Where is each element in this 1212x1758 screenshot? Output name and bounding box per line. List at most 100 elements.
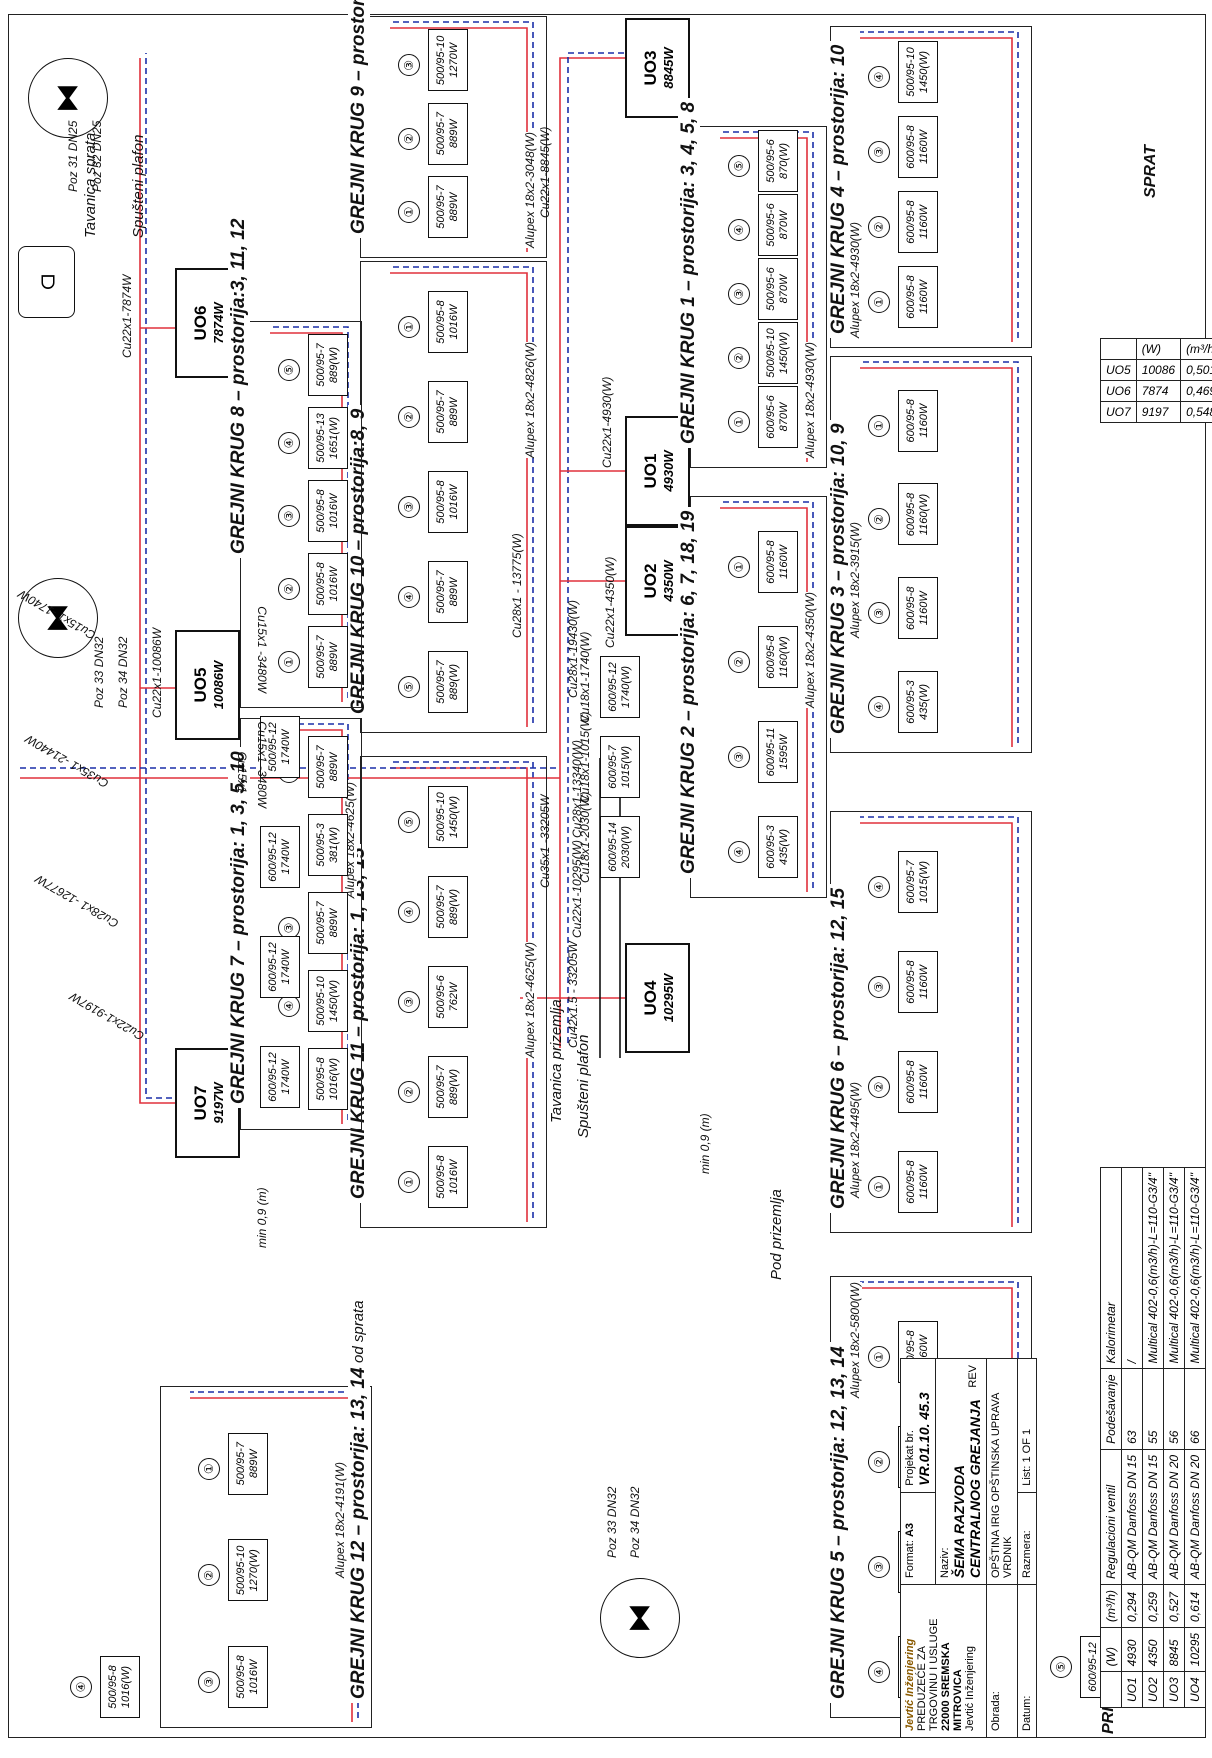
radiator-type: 600/95-7 <box>607 745 619 789</box>
radiator-type: 600/95-12 <box>607 662 619 712</box>
radiator-power: 889W <box>448 119 460 149</box>
table-cell: Multical 402-0,6(m3/h)-L=110-G3/4" <box>1184 1167 1206 1369</box>
circuit-k1-title: GREJNI KRUG 1 – prostorija: 3, 4, 5, 8 <box>678 97 700 448</box>
radiator-number: ⑤ <box>278 359 300 381</box>
table-cell: 55 <box>1142 1369 1164 1450</box>
table-cell: AB-QM Danfoss DN 15 <box>1142 1449 1164 1585</box>
radiator-type: 500/95-7 <box>435 570 447 614</box>
radiator-power: 889W <box>328 642 340 672</box>
radiator-number: ④ <box>278 995 300 1017</box>
title-block: Jevtić Inženjering PREDUZEĆE ZA TRGOVINU… <box>900 1358 1037 1738</box>
radiator-number: ④ <box>278 432 300 454</box>
table-cell: 56 <box>1163 1369 1185 1450</box>
radiator-power: 1270W <box>448 42 460 78</box>
radiator-type: 600/95-8 <box>905 1160 917 1204</box>
radiator-type: 500/95-10 <box>435 35 447 86</box>
radiator-number: ② <box>868 216 890 238</box>
radiator-type: 500/95-10 <box>315 976 327 1026</box>
radiator-power: 1160W <box>918 964 930 1000</box>
radiator-number: ⑤ <box>398 676 420 698</box>
radiator-power: 1160(W) <box>778 636 790 678</box>
radiator-power: 1740W <box>280 949 292 985</box>
radiator-power: 1016W <box>248 1659 260 1695</box>
radiator-type: 500/95-10 <box>235 1545 247 1596</box>
return-pipe <box>720 501 814 888</box>
radiator-power: 870(W) <box>778 142 790 180</box>
radiator-power: 1740W <box>280 729 292 765</box>
radiator-type: 500/95-7 <box>435 111 447 156</box>
pipe-cu28-13775: Cu28x1 - 13775(W) <box>510 533 524 638</box>
radiator-number: ④ <box>398 586 420 608</box>
pipe-cu42-33205: Cu42x1.5 - 33205W <box>566 941 580 1048</box>
company-name: Jevtić Inženjering <box>964 1646 976 1731</box>
supply-pipe <box>390 272 528 727</box>
radiator-number: ④ <box>868 876 890 898</box>
radiator-power: 1016W <box>328 493 340 529</box>
radiator-type: 500/95-7 <box>315 343 327 387</box>
radiator-type: 600/95-8 <box>905 586 917 630</box>
radiator-type: 500/95-8 <box>435 480 447 524</box>
radiator-type: 500/95-10 <box>905 47 917 97</box>
pipe-cu22-4350: Cu22x1-4350(W) <box>603 556 617 648</box>
owner-cell: OPŠTINA IRIG OPŠTINSKA UPRAVA VRDNIK <box>986 1358 1018 1585</box>
radiator-number: ⑤ <box>1050 1656 1072 1678</box>
table-cell: 66 <box>1184 1369 1206 1450</box>
radiator-type: 600/95-12 <box>267 942 279 992</box>
radiator-type: 600/95-14 <box>607 822 619 872</box>
radiator-number: ① <box>728 411 750 433</box>
table-cell: 0,294 <box>1121 1584 1143 1628</box>
circuit-k7-title: GREJNI KRUG 7 – prostorija: 1, 3, 5, 10 <box>228 747 250 1108</box>
circuit-k10-pipe: Alupex 18x2-4826(W) <box>523 341 537 458</box>
radiator-number: ③ <box>278 505 300 527</box>
poz33-label: Poz 33 DN32 <box>92 636 106 708</box>
supply-pipe <box>720 507 808 892</box>
circuit-k9-pipe: Alupex 18x2-3048(W) <box>523 131 537 248</box>
radiator-number: ① <box>398 201 420 223</box>
radiator-power: 1450(W) <box>778 331 790 375</box>
radiator-number: ③ <box>398 991 420 1013</box>
sprat-table: (W)(m³/h)Regulacioni ventilPodešavanjeKa… <box>1100 338 1212 423</box>
table-cell: 0,527 <box>1163 1584 1185 1628</box>
pipe-cu15-a: Cu15x1 -3480W <box>255 721 269 808</box>
radiator-power: 1016W <box>328 566 340 602</box>
radiator-type: 600/95-3 <box>905 680 917 724</box>
radiator-number: ④ <box>70 1676 92 1698</box>
radiator-number: ① <box>868 1176 890 1198</box>
radiator-type: 500/95-13 <box>315 413 327 463</box>
radiator-number: ① <box>278 651 300 673</box>
table-header-cell: Regulacioni ventil <box>1100 1449 1122 1585</box>
pipe-cu22-10295: Cu22x1-10295(W) <box>570 839 584 938</box>
table-cell: 0,501 <box>1180 359 1212 381</box>
circuit-k4-pipe: Alupex 18x2-4930(W) <box>848 221 862 338</box>
radiator-power: 1160(W) <box>918 493 930 536</box>
radiator-type: 500/95-10 <box>435 792 447 842</box>
format-cell: Format: A3 <box>900 1492 936 1585</box>
radiator-number: ③ <box>868 141 890 163</box>
radiator-number: ③ <box>198 1671 220 1693</box>
branch-pipe-label: Cu18x1-1740(W) <box>578 631 592 723</box>
table-cell: UO1 <box>1121 1671 1143 1708</box>
